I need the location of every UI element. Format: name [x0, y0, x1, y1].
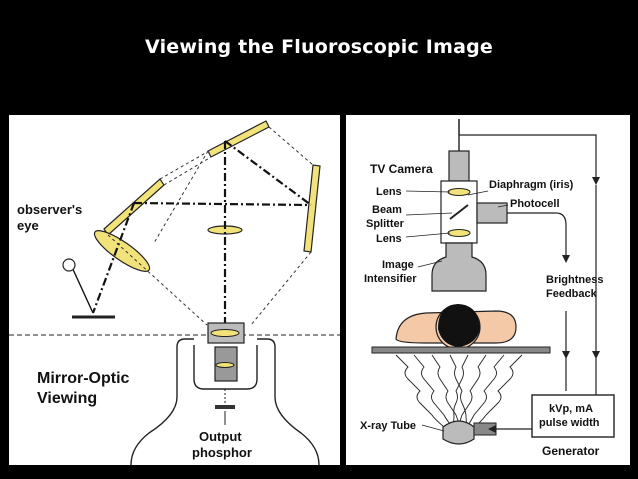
slide-title: Viewing the Fluoroscopic Image [145, 36, 493, 58]
arrow-down-1 [592, 177, 600, 185]
label-lens-bottom: Lens [376, 233, 402, 245]
eye-line [70, 264, 94, 314]
generator-box [531, 394, 615, 438]
tv-camera-diagram: TV Camera Lens Beam Splitter Lens Image … [360, 119, 615, 458]
label-eye: eye [17, 218, 39, 233]
dashed-line-6 [153, 150, 209, 244]
tube-shoulder-left [176, 338, 194, 348]
beam-top-right [224, 140, 312, 206]
pointer-diaphragm [467, 190, 489, 196]
mirror-optic-diagram: observer's eye Mirror-Optic Viewing Outp… [9, 120, 340, 465]
patient-table [371, 346, 551, 354]
photocell-line [507, 212, 567, 255]
viewing-lens [93, 230, 151, 272]
tube-outline-right [274, 347, 320, 465]
xray-beam [395, 354, 523, 436]
label-pulse-width: pulse width [539, 417, 600, 429]
label-viewing: Viewing [37, 390, 97, 407]
label-observer: observer's [17, 202, 82, 217]
tv-camera-body [448, 150, 470, 182]
arrow-down-4 [562, 351, 570, 359]
pointer-photocell [497, 204, 509, 208]
label-phosphor: phosphor [192, 445, 252, 460]
beam-horizontal [133, 201, 310, 207]
arrow-down-2 [592, 351, 600, 359]
tube-shoulder-right [257, 338, 276, 348]
label-mirror-optic: Mirror-Optic [37, 370, 130, 387]
label-feedback: Feedback [546, 288, 598, 300]
image-intensifier-icon [431, 242, 487, 292]
xray-tube-icon [442, 420, 475, 445]
beam-down [91, 202, 136, 314]
label-image: Image [382, 259, 414, 271]
pointer-xray-tube [421, 424, 445, 432]
pointer-intensifier [417, 260, 443, 268]
beam-splitter-icon [449, 204, 469, 220]
dashed-line-4 [107, 234, 208, 326]
label-kvp-ma: kVp, mA [549, 403, 593, 415]
camera-loop-line [458, 119, 597, 177]
lens-top-icon [447, 188, 471, 196]
pointer-lens-bottom [405, 232, 451, 238]
label-generator: Generator [542, 444, 600, 458]
dashed-line-5 [250, 251, 312, 326]
label-photocell: Photocell [510, 198, 560, 210]
tube-outline-left [130, 347, 178, 465]
label-lens-top: Lens [376, 186, 402, 198]
label-brightness: Brightness [546, 274, 603, 286]
pointer-beam-splitter [405, 212, 453, 216]
dashed-line-3 [268, 126, 314, 166]
arrow-left [488, 425, 496, 433]
tv-camera-diagram-panel: TV Camera Lens Beam Splitter Lens Image … [346, 115, 630, 465]
dashed-line-1 [159, 150, 210, 180]
housing-lens [210, 329, 240, 337]
label-xray-tube: X-ray Tube [360, 420, 416, 432]
neck-lens [215, 362, 235, 368]
output-phosphor [215, 405, 235, 409]
patient-hair [438, 304, 480, 347]
label-intensifier: Intensifier [364, 273, 417, 285]
mirror-left [103, 178, 165, 236]
lens-bottom-icon [447, 229, 471, 237]
label-tv-camera: TV Camera [370, 162, 433, 176]
arrow-down-3 [562, 255, 570, 263]
pointer-lens-top [405, 190, 451, 193]
label-splitter: Splitter [366, 218, 405, 230]
label-beam: Beam [372, 204, 402, 216]
dashed-line-2 [163, 156, 212, 186]
label-output: Output [199, 429, 242, 444]
eye-icon [62, 258, 76, 272]
mirror-optic-diagram-panel: observer's eye Mirror-Optic Viewing Outp… [9, 115, 340, 465]
label-diaphragm: Diaphragm (iris) [489, 179, 574, 191]
mirror-right [303, 164, 321, 253]
